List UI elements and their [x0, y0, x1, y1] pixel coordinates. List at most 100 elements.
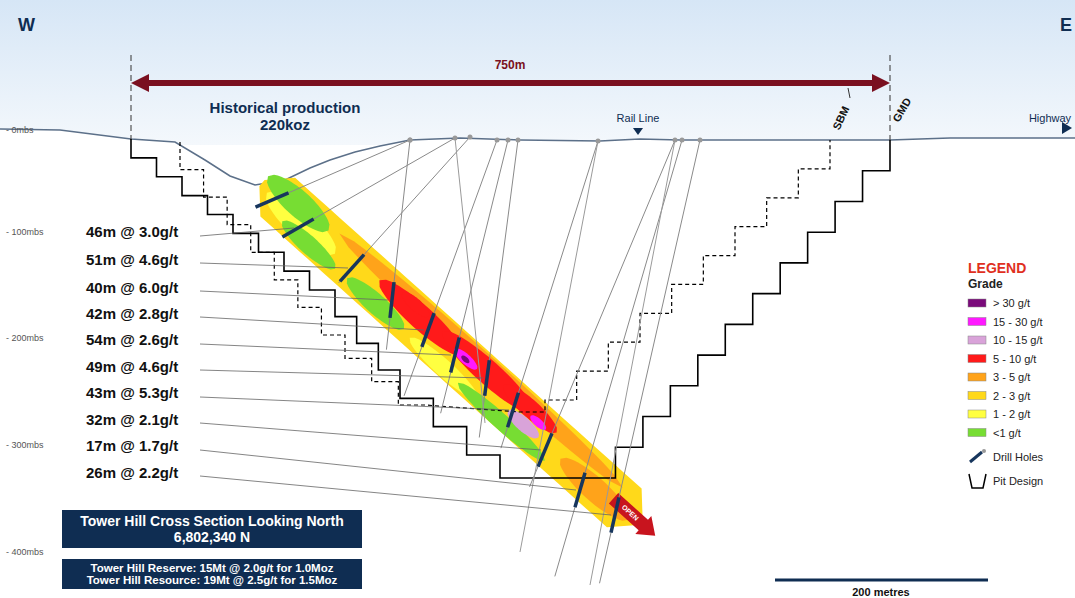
- map-label: 750m: [495, 59, 526, 73]
- leader-line: [200, 397, 509, 410]
- drill-trace: [455, 138, 485, 423]
- intercept-label: 51m @ 4.6g/t: [86, 251, 178, 268]
- pit-design: [131, 139, 890, 478]
- grade-zone: [461, 355, 469, 363]
- map-label: W: [18, 15, 35, 36]
- open-arrow: [606, 489, 664, 544]
- legend-swatch: [968, 373, 986, 381]
- scale-bar: [775, 579, 988, 582]
- intercept-label: 43m @ 5.3g/t: [86, 384, 178, 401]
- intercept-label: 40m @ 6.0g/t: [86, 279, 178, 296]
- collar: [698, 138, 703, 143]
- collar: [516, 138, 521, 143]
- intercept-label: 26m @ 2.2g/t: [86, 464, 178, 481]
- legend-label: 3 - 5 g/t: [993, 371, 1030, 384]
- intercept-label: 32m @ 2.1g/t: [86, 411, 178, 428]
- dimension-line: [890, 55, 891, 140]
- map-label: Historical production 220koz: [188, 99, 383, 134]
- box-text: 6,802,340 N: [70, 529, 354, 545]
- map-label: Grade: [968, 278, 1003, 292]
- legend-swatch: [968, 355, 986, 363]
- collar: [680, 138, 685, 143]
- drill-trace: [339, 137, 470, 283]
- legend-label: Drill Holes: [993, 451, 1043, 464]
- leader-line: [200, 317, 424, 330]
- legend-label: 15 - 30 g/t: [993, 315, 1043, 328]
- highway-arrow: [1062, 122, 1072, 134]
- intercept: [255, 193, 288, 207]
- pit-icon: [969, 474, 986, 488]
- legend-swatch: [968, 429, 986, 437]
- box-text: Tower Hill Reserve: 15Mt @ 2.0g/t for 1.…: [70, 562, 354, 574]
- map-label: E: [1060, 15, 1072, 36]
- leader-line: [200, 291, 388, 300]
- drill-trace: [520, 141, 598, 552]
- grade-zone: [339, 234, 623, 488]
- intercept: [485, 360, 490, 396]
- drill-trace: [404, 140, 497, 396]
- leader-line: [200, 344, 451, 355]
- info-box: Tower Hill Cross Section Looking North6,…: [62, 510, 362, 548]
- ore-body: [259, 175, 642, 528]
- intercept: [508, 393, 519, 427]
- depth-label: - 0mbs: [6, 125, 34, 135]
- drill-trace: [386, 140, 410, 350]
- drill-trace: [600, 140, 700, 583]
- legend-label: > 30 g/t: [993, 297, 1030, 310]
- map-label: Highway: [1029, 112, 1071, 125]
- legend-swatch: [968, 336, 986, 344]
- legend-label: Pit Design: [993, 475, 1043, 488]
- legend-label: 1 - 2 g/t: [993, 408, 1030, 421]
- depth-label: - 200mbs: [6, 333, 44, 343]
- box-text: Tower Hill Cross Section Looking North: [70, 513, 354, 529]
- arrow-head: [131, 74, 149, 92]
- intercept: [451, 338, 460, 373]
- map-label: Rail Line: [617, 112, 660, 125]
- map-label: 200 metres: [852, 586, 910, 598]
- map-label: LEGEND: [968, 260, 1026, 276]
- legend-swatch: [968, 410, 986, 418]
- depth-label: - 400mbs: [6, 547, 44, 557]
- leader-line: [200, 450, 576, 490]
- intercept: [575, 473, 585, 508]
- intercept-label: 49m @ 4.6g/t: [86, 358, 178, 375]
- sky: [0, 0, 1075, 145]
- intercept-label: 46m @ 3.0g/t: [86, 223, 178, 240]
- drill-trace: [530, 140, 675, 487]
- arrow-head: [872, 74, 890, 92]
- drill-hole-icon: [970, 452, 982, 462]
- legend-label: 10 - 15 g/t: [993, 334, 1043, 347]
- collar-icon: [982, 449, 986, 453]
- leader-line: [200, 370, 483, 378]
- drill-trace: [590, 140, 675, 585]
- dimension-arrow: [145, 80, 876, 86]
- drill-trace: [441, 140, 508, 413]
- intercept: [390, 282, 394, 318]
- dimension-line: [131, 55, 132, 140]
- intercept: [611, 497, 619, 532]
- depth-label: - 100mbs: [6, 227, 44, 237]
- collar: [506, 138, 511, 143]
- collar: [468, 135, 473, 140]
- legend-label: 2 - 3 g/t: [993, 389, 1030, 402]
- collar: [408, 138, 413, 143]
- legend-label: <1 g/t: [993, 426, 1021, 439]
- drill-trace: [479, 140, 518, 437]
- intercept-label: 17m @ 1.7g/t: [86, 437, 178, 454]
- leader-line: [200, 423, 541, 450]
- legend-swatch: [968, 299, 986, 307]
- stage-pit: [180, 140, 830, 412]
- intercept-label: 42m @ 2.8g/t: [86, 305, 178, 322]
- rail-marker: [633, 128, 643, 135]
- info-box: Tower Hill Reserve: 15Mt @ 2.0g/t for 1.…: [62, 559, 362, 589]
- drill-trace: [501, 141, 598, 448]
- collar: [408, 138, 413, 143]
- depth-label: - 300mbs: [6, 440, 44, 450]
- leader-line: [200, 263, 348, 268]
- box-text: Tower Hill Resource: 19Mt @ 2.5g/t for 1…: [70, 574, 354, 586]
- intercept-label: 54m @ 2.6g/t: [86, 331, 178, 348]
- legend-swatch: [968, 392, 986, 400]
- intercept: [282, 219, 313, 237]
